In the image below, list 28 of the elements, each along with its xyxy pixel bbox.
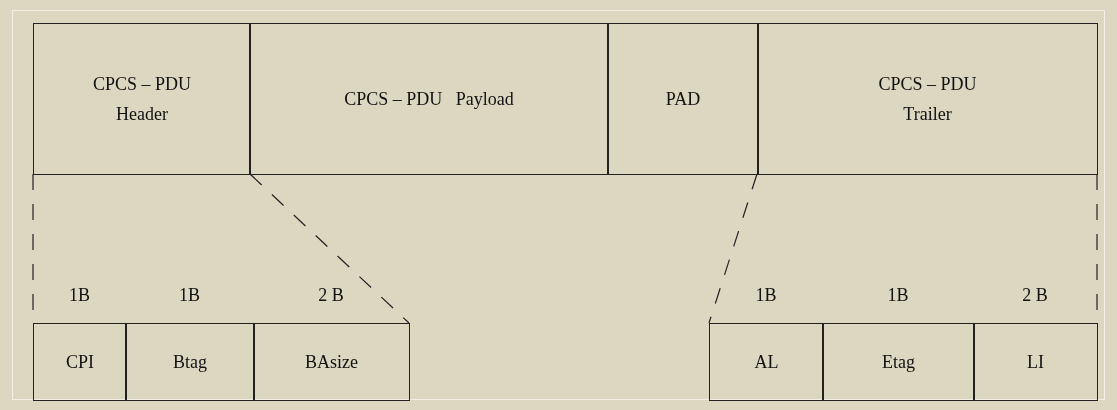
field-label: CPCS – PDU Payload	[344, 89, 514, 109]
packet-field	[249, 23, 609, 175]
field-label: CPCS – PDU Trailer	[877, 73, 978, 126]
size-label: 2 B	[1021, 285, 1049, 306]
subfield-box	[33, 323, 127, 401]
field-label: Btag	[173, 352, 207, 372]
field-label: Etag	[882, 352, 915, 372]
size-label: 1B	[68, 285, 91, 306]
size-label: 1B	[178, 285, 201, 306]
field-label: CPI	[66, 352, 94, 372]
subfield-box	[822, 323, 975, 401]
field-label: LI	[1027, 352, 1044, 372]
dashed-line	[249, 173, 410, 324]
dashed-line	[708, 173, 758, 324]
subfield-box	[253, 323, 410, 401]
packet-field	[607, 23, 759, 175]
size-label: 1B	[754, 285, 778, 306]
size-label: 1B	[886, 285, 910, 306]
subfield-box	[709, 323, 824, 401]
packet-field	[757, 23, 1098, 175]
packet-field	[33, 23, 251, 175]
subfield-box	[125, 323, 255, 401]
size-label: 2 B	[317, 285, 345, 306]
field-label: BAsize	[305, 352, 358, 372]
field-label: AL	[754, 352, 779, 372]
subfield-box	[973, 323, 1098, 401]
field-label: PAD	[665, 89, 701, 109]
field-label: CPCS – PDU Header	[91, 73, 192, 126]
